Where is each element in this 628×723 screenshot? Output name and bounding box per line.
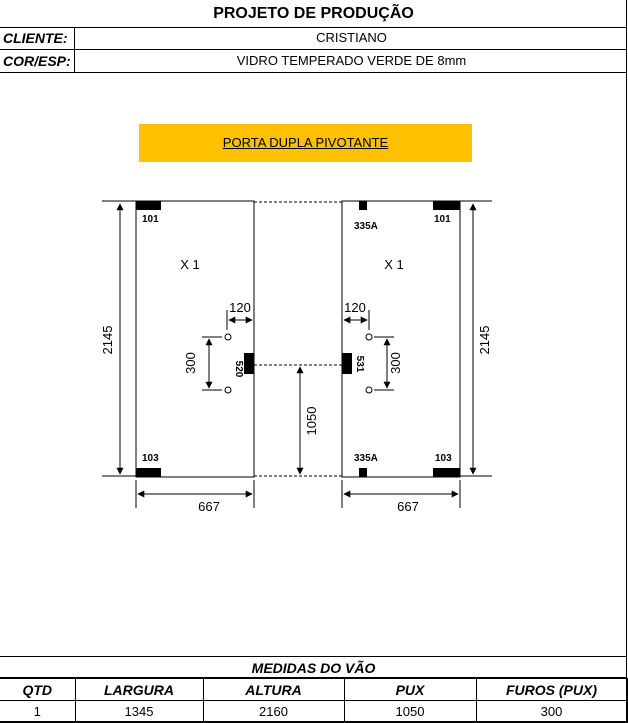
right-height-value: 2145 xyxy=(477,326,492,355)
color-thickness-value: VIDRO TEMPERADO VERDE DE 8mm xyxy=(236,53,467,68)
left-glass-panel xyxy=(135,200,255,478)
cell-altura: 2160 xyxy=(202,700,345,723)
left-width-value: 667 xyxy=(198,499,220,514)
measurements-table: QTD LARGURA ALTURA PUX FUROS (PUX) 1 134… xyxy=(0,678,628,723)
client-value: CRISTIANO xyxy=(316,30,387,45)
handle-height-value: 1050 xyxy=(304,407,319,436)
col-pux: PUX xyxy=(343,678,477,701)
col-largura: LARGURA xyxy=(74,678,204,701)
left-lock-code: 520 xyxy=(233,361,244,378)
client-row: CLIENTE: CRISTIANO xyxy=(0,27,627,50)
measurements-header-row: QTD LARGURA ALTURA PUX FUROS (PUX) xyxy=(0,678,628,701)
technical-drawing: 101 103 101 103 335A 335A 520 531 X 1 X … xyxy=(100,200,492,514)
right-top-hinge xyxy=(433,201,460,210)
right-width-value: 667 xyxy=(397,499,419,514)
right-top-pivot xyxy=(359,201,367,210)
product-banner: PORTA DUPLA PIVOTANTE xyxy=(139,124,472,162)
left-top-hinge xyxy=(136,201,161,210)
left-upper-hole xyxy=(224,333,232,341)
page-title: PROJETO DE PRODUÇÃO xyxy=(0,0,627,28)
left-offset-value: 120 xyxy=(229,300,251,315)
cell-furos-pux: 300 xyxy=(475,700,628,723)
cell-qtd: 1 xyxy=(0,700,76,723)
cell-largura: 1345 xyxy=(74,700,204,723)
right-bottom-hinge xyxy=(433,468,460,477)
right-glass-panel xyxy=(341,200,461,478)
right-lock-code: 531 xyxy=(354,356,365,373)
right-lock-block xyxy=(342,353,352,374)
col-altura: ALTURA xyxy=(202,678,345,701)
left-bottom-hinge xyxy=(136,468,161,477)
table-row: 1 1345 2160 1050 300 xyxy=(0,700,628,723)
left-lower-hole xyxy=(224,386,232,394)
right-offset-value: 120 xyxy=(344,300,366,315)
right-bottom-code: 103 xyxy=(435,453,452,464)
right-bottom-pivot-code: 335A xyxy=(354,453,378,464)
color-thickness-label: COR/ESP: xyxy=(0,50,75,72)
left-spacing-value: 300 xyxy=(183,352,198,374)
left-lock-block xyxy=(244,353,254,374)
right-top-code: 101 xyxy=(434,214,451,225)
right-bottom-pivot xyxy=(359,468,367,477)
left-bottom-code: 103 xyxy=(142,453,159,464)
client-label: CLIENTE: xyxy=(0,27,75,49)
left-height-value: 2145 xyxy=(100,326,115,355)
right-top-pivot-code: 335A xyxy=(354,221,378,232)
color-thickness-row: COR/ESP: VIDRO TEMPERADO VERDE DE 8mm xyxy=(0,50,627,73)
cell-pux: 1050 xyxy=(343,700,477,723)
col-qtd: QTD xyxy=(0,678,76,701)
measurements-title: MEDIDAS DO VÃO xyxy=(0,656,627,678)
right-spacing-value: 300 xyxy=(388,352,403,374)
product-type: PORTA DUPLA PIVOTANTE xyxy=(222,135,389,150)
col-furos-pux: FUROS (PUX) xyxy=(475,678,628,701)
left-top-code: 101 xyxy=(142,214,159,225)
right-lower-hole xyxy=(365,386,373,394)
right-quantity: X 1 xyxy=(384,257,404,272)
left-quantity: X 1 xyxy=(180,257,200,272)
right-upper-hole xyxy=(365,333,373,341)
